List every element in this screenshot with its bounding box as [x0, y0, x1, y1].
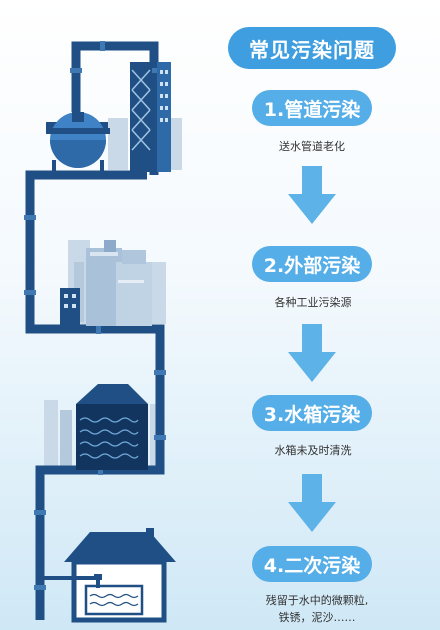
tower-building-icon [130, 62, 171, 172]
step-1-desc: 送水管道老化 [279, 140, 345, 153]
factory-building-icon [60, 240, 152, 326]
step-4-label: 4.二次污染 [252, 546, 372, 582]
down-arrow-icon [288, 474, 336, 532]
step-1-label: 1.管道污染 [252, 90, 372, 126]
step-3-desc: 水箱未及时清洗 [274, 444, 352, 457]
water-tank-icon [76, 384, 148, 470]
down-arrow-icon [288, 324, 336, 382]
water-pipe [25, 41, 165, 620]
step-2-label: 2.外部污染 [252, 246, 372, 282]
page-title: 常见污染问题 [228, 27, 396, 69]
house-tap-icon [40, 528, 176, 623]
step-2-desc: 各种工业污染源 [274, 296, 352, 309]
step-3-label: 3.水箱污染 [252, 395, 372, 431]
step-4-desc-line2: 铁锈，泥沙…… [278, 611, 356, 624]
step-4-desc-line1: 残留于水中的微颗粒, [265, 594, 369, 607]
water-tower-icon [46, 112, 110, 176]
down-arrow-icon [288, 166, 336, 224]
step-4-desc: 残留于水中的微颗粒, 铁锈，泥沙…… [252, 592, 382, 626]
